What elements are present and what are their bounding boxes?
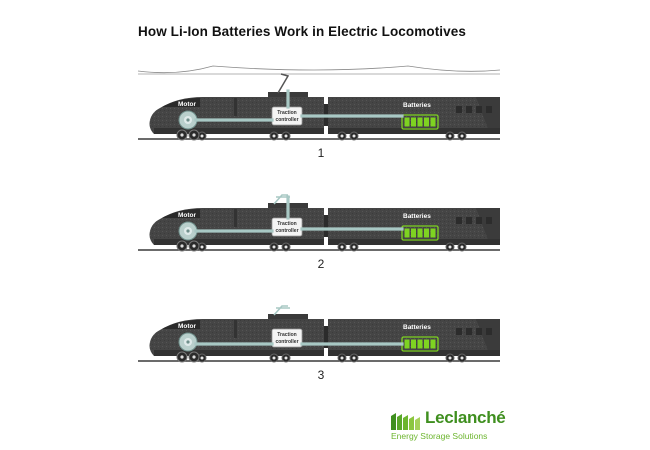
motor-label: Motor [178,101,197,108]
step-number-2: 2 [317,257,325,271]
motor-label: Motor [178,323,197,330]
traction-controller-label: Traction [277,332,296,338]
locomotive-train [137,202,501,252]
batteries-label: Batteries [403,102,431,109]
batteries-label: Batteries [403,324,431,331]
step-number-1: 1 [317,146,325,160]
leclanche-logo-icon [391,413,420,430]
catenary-wire [137,65,501,74]
traction-controller-label: controller [275,117,298,123]
logo-name: Leclanché [425,408,506,427]
traction-controller-label: Traction [277,110,296,116]
traction-controller-label: Traction [277,221,296,227]
page-title: How Li-Ion Batteries Work in Electric Lo… [138,24,466,39]
traction-controller-label: controller [275,339,298,345]
motor-label: Motor [178,212,197,219]
logo-tagline: Energy Storage Solutions [391,431,488,441]
pantograph-lowered [273,305,290,316]
locomotive-train [137,313,501,363]
step-number-3: 3 [317,368,325,382]
pantograph-raised [277,73,290,94]
traction-controller-label: controller [275,228,298,234]
batteries-label: Batteries [403,213,431,220]
